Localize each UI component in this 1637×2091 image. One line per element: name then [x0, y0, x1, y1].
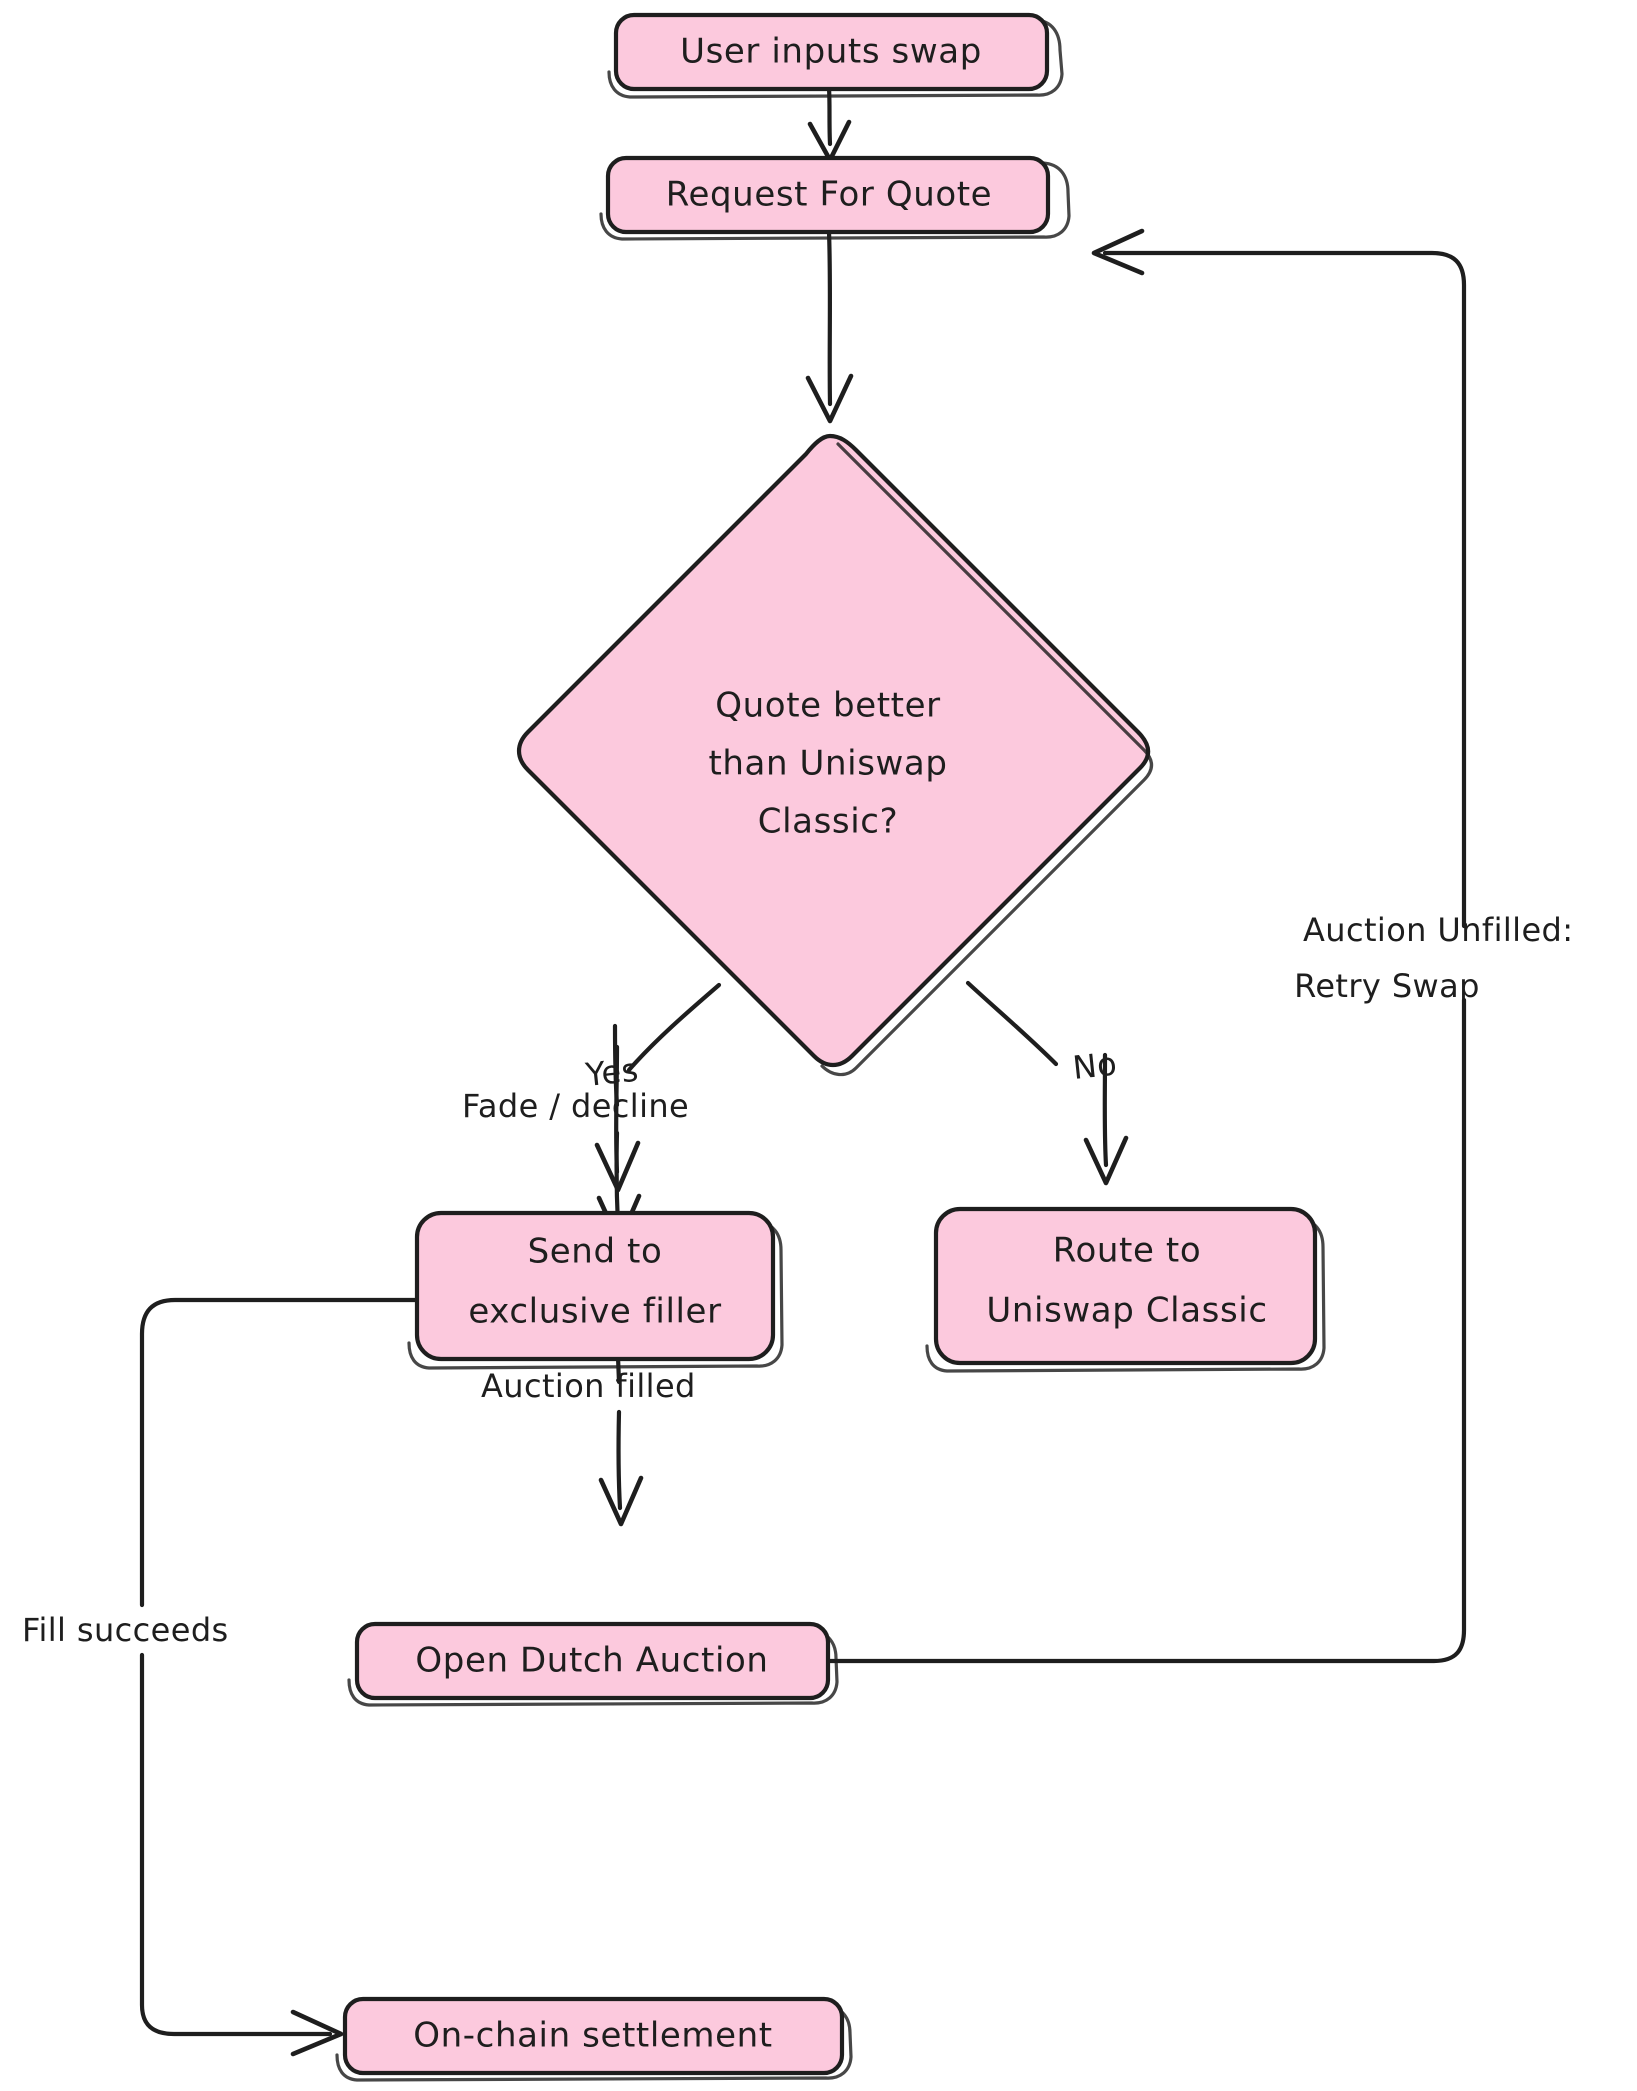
node-open-dutch-auction-label: Open Dutch Auction — [415, 1641, 768, 1681]
edge-label-fill-succeeds: Fill succeeds — [22, 1611, 229, 1649]
edge-label-auction-filled: Auction filled — [481, 1367, 696, 1405]
node-user-inputs-swap[interactable]: User inputs swap — [607, 12, 1064, 99]
edge-fill-succeeds-loop: Fill succeeds — [22, 1297, 510, 2057]
node-route-to-uniswap-classic-label-line1: Route to — [1053, 1231, 1201, 1271]
node-quote-better-label-line3: Classic? — [758, 802, 898, 842]
node-request-for-quote[interactable]: Request For Quote — [599, 155, 1071, 241]
edge-auction-unfilled-retry-loop: Auction Unfilled: Retry Swap — [827, 228, 1573, 1664]
edge-exclusive-filler-to-dutch-auction: Fade / decline — [462, 1023, 689, 1245]
node-on-chain-settlement-label: On-chain settlement — [413, 2016, 772, 2056]
node-route-to-uniswap-classic-rect[interactable] — [933, 1206, 1318, 1366]
node-quote-better-diamond[interactable] — [516, 433, 1151, 1068]
node-open-dutch-auction[interactable]: Open Dutch Auction — [347, 1621, 839, 1707]
edge-label-auction-unfilled-line2: Retry Swap — [1294, 967, 1480, 1005]
node-send-to-exclusive-filler[interactable]: Send to exclusive filler — [407, 1210, 784, 1370]
node-route-to-uniswap-classic[interactable]: Route to Uniswap Classic — [925, 1206, 1326, 1373]
edge-label-fade-decline: Fade / decline — [462, 1087, 689, 1125]
node-on-chain-settlement[interactable]: On-chain settlement — [335, 1996, 853, 2082]
node-open-dutch-auction-rect[interactable] — [354, 1621, 831, 1701]
edge-user-inputs-to-rfq — [807, 85, 852, 163]
edge-quote-no-to-uniswap-classic: No — [965, 980, 1129, 1186]
node-quote-better-than-uniswap-classic[interactable]: Quote better than Uniswap Classic? — [516, 433, 1154, 1077]
node-quote-better-label-line1: Quote better — [715, 686, 940, 726]
edge-label-no: No — [1071, 1044, 1119, 1086]
edge-dutch-auction-to-settlement: Auction filled — [481, 1290, 696, 1527]
node-route-to-uniswap-classic-label-line2: Uniswap Classic — [986, 1291, 1267, 1331]
node-user-inputs-swap-label: User inputs swap — [680, 32, 982, 72]
node-send-to-exclusive-filler-label-line2: exclusive filler — [468, 1292, 721, 1332]
node-on-chain-settlement-rect[interactable] — [342, 1996, 845, 2076]
node-request-for-quote-label: Request For Quote — [666, 175, 992, 215]
node-request-for-quote-rect[interactable] — [605, 155, 1051, 235]
node-user-inputs-swap-rect[interactable] — [613, 12, 1050, 92]
edge-label-yes: Yes — [583, 1051, 641, 1094]
node-send-to-exclusive-filler-rect[interactable] — [414, 1210, 776, 1362]
node-quote-better-label-line2: than Uniswap — [708, 744, 947, 784]
edge-rfq-to-quote-decision — [805, 229, 854, 424]
edge-label-auction-unfilled-line1: Auction Unfilled: — [1303, 911, 1573, 949]
node-send-to-exclusive-filler-label-line1: Send to — [528, 1232, 663, 1272]
